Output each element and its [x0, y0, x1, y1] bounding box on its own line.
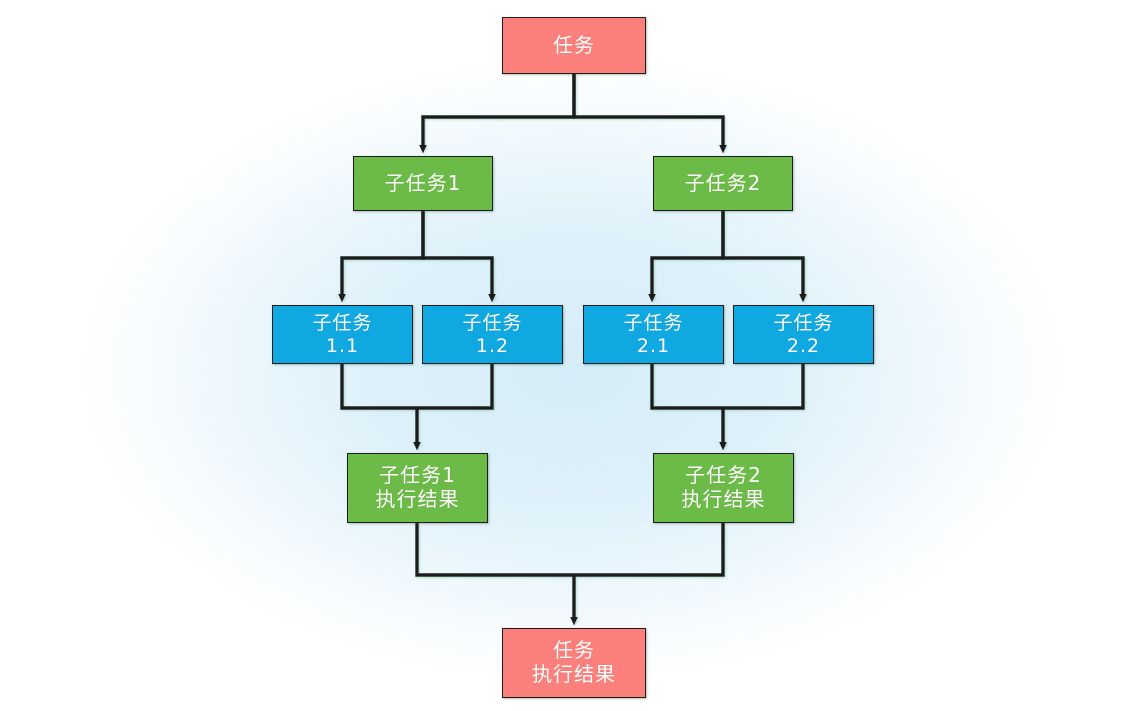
edge-subtask1-1-to-result1	[340, 364, 417, 410]
node-subtask2-2-label: 子任务 2.2	[773, 312, 834, 357]
edge-subtask2-1-to-result2	[650, 364, 723, 410]
edge-subtask1-to-subtask1-1	[338, 211, 425, 303]
edge-subtask2-to-subtask2-2	[721, 211, 807, 303]
edge-subtask1-2-to-result1	[417, 364, 494, 410]
edge-subtask2-2-to-result2	[723, 364, 805, 410]
node-task-label: 任务	[553, 32, 595, 57]
node-result1[interactable]: 子任务1 执行结果	[347, 453, 488, 523]
node-subtask1-2-label: 子任务 1.2	[462, 312, 523, 357]
node-subtask2-1-label: 子任务 2.1	[623, 312, 684, 357]
edge-subtask2-to-subtask2-1	[648, 211, 725, 303]
node-subtask2[interactable]: 子任务2	[653, 156, 793, 211]
node-result1-label: 子任务1 执行结果	[375, 463, 460, 511]
node-subtask1[interactable]: 子任务1	[353, 156, 493, 211]
node-subtask1-label: 子任务1	[384, 170, 462, 195]
edge-result2-to-task-result	[574, 523, 725, 577]
node-subtask2-2[interactable]: 子任务 2.2	[733, 305, 874, 364]
node-subtask1-2[interactable]: 子任务 1.2	[422, 305, 563, 364]
node-result2-label: 子任务2 执行结果	[681, 463, 766, 511]
node-subtask2-1[interactable]: 子任务 2.1	[583, 305, 724, 364]
node-task-result-label: 任务 执行结果	[532, 638, 616, 686]
node-result2[interactable]: 子任务2 执行结果	[653, 453, 794, 523]
edge-subtask1-to-subtask1-2	[421, 211, 496, 303]
edge-task-to-subtask1	[419, 74, 576, 154]
node-task-result[interactable]: 任务 执行结果	[502, 628, 646, 698]
edge-task-to-subtask2	[572, 74, 727, 154]
node-subtask1-1-label: 子任务 1.1	[312, 312, 373, 357]
node-subtask1-1[interactable]: 子任务 1.1	[272, 305, 413, 364]
node-subtask2-label: 子任务2	[684, 170, 762, 195]
edge-result1-to-task-result	[415, 523, 574, 577]
node-task[interactable]: 任务	[502, 17, 646, 74]
